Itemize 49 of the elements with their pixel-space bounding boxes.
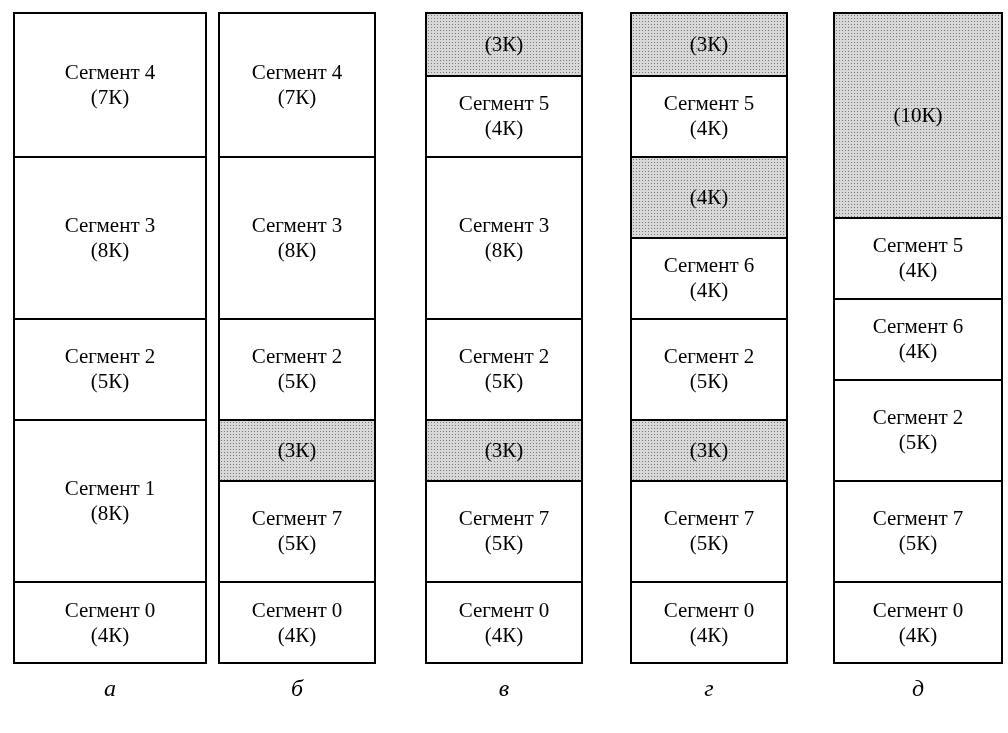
- segment-label: Сегмент 7 (5К): [250, 506, 344, 557]
- free-size-label: (3К): [277, 437, 317, 463]
- free-size-label: (3К): [484, 31, 524, 57]
- segment-label: Сегмент 5 (4К): [457, 91, 551, 142]
- segment-label: Сегмент 3 (8К): [63, 212, 157, 263]
- segment-label: Сегмент 0 (4К): [63, 597, 157, 648]
- free-size-label: (3К): [689, 437, 729, 463]
- segment-label: Сегмент 7 (5К): [457, 506, 551, 557]
- memory-column: [630, 12, 788, 664]
- segment-label: Сегмент 0 (4К): [871, 597, 965, 648]
- segment-label: Сегмент 2 (5К): [250, 344, 344, 395]
- segment-label: Сегмент 3 (8К): [457, 212, 551, 263]
- free-memory-block: [835, 14, 1001, 217]
- free-size-label: (10К): [893, 102, 943, 128]
- free-memory-block: [632, 155, 786, 237]
- segment-label: Сегмент 6 (4К): [662, 253, 756, 304]
- segment-label: Сегмент 4 (7К): [250, 59, 344, 110]
- free-memory-block: [427, 419, 581, 480]
- free-size-label: (4К): [689, 184, 729, 210]
- memory-column: [218, 12, 376, 664]
- segment-label: Сегмент 2 (5К): [662, 344, 756, 395]
- panel-letter: а: [103, 675, 117, 702]
- panel-letter: б: [289, 675, 305, 702]
- memory-column: [833, 12, 1003, 664]
- segment-label: Сегмент 0 (4К): [457, 597, 551, 648]
- segment-label: Сегмент 0 (4К): [250, 597, 344, 648]
- segment-label: Сегмент 7 (5К): [871, 506, 965, 557]
- segment-label: Сегмент 2 (5К): [457, 344, 551, 395]
- segment-label: Сегмент 1 (8К): [63, 476, 157, 526]
- panel-letter: в: [497, 675, 511, 702]
- segment-label: Сегмент 2 (5К): [63, 344, 157, 395]
- free-memory-block: [427, 14, 581, 75]
- memory-column: [425, 12, 583, 664]
- memory-column: [13, 12, 207, 664]
- panel-letter: г: [703, 675, 715, 702]
- segment-label: Сегмент 5 (4К): [662, 91, 756, 142]
- free-memory-block: [632, 419, 786, 480]
- free-size-label: (3К): [689, 31, 729, 57]
- segment-label: Сегмент 7 (5К): [662, 506, 756, 557]
- segment-label: Сегмент 0 (4К): [662, 597, 756, 648]
- panel-letter: д: [910, 675, 926, 702]
- segment-label: Сегмент 3 (8К): [250, 212, 344, 263]
- segment-label: Сегмент 5 (4К): [871, 233, 965, 283]
- free-memory-block: [220, 419, 374, 480]
- free-memory-block: [632, 14, 786, 75]
- free-size-label: (3К): [484, 437, 524, 463]
- segment-label: Сегмент 6 (4К): [871, 314, 965, 364]
- segment-label: Сегмент 4 (7К): [63, 59, 157, 110]
- segment-label: Сегмент 2 (5К): [871, 405, 965, 456]
